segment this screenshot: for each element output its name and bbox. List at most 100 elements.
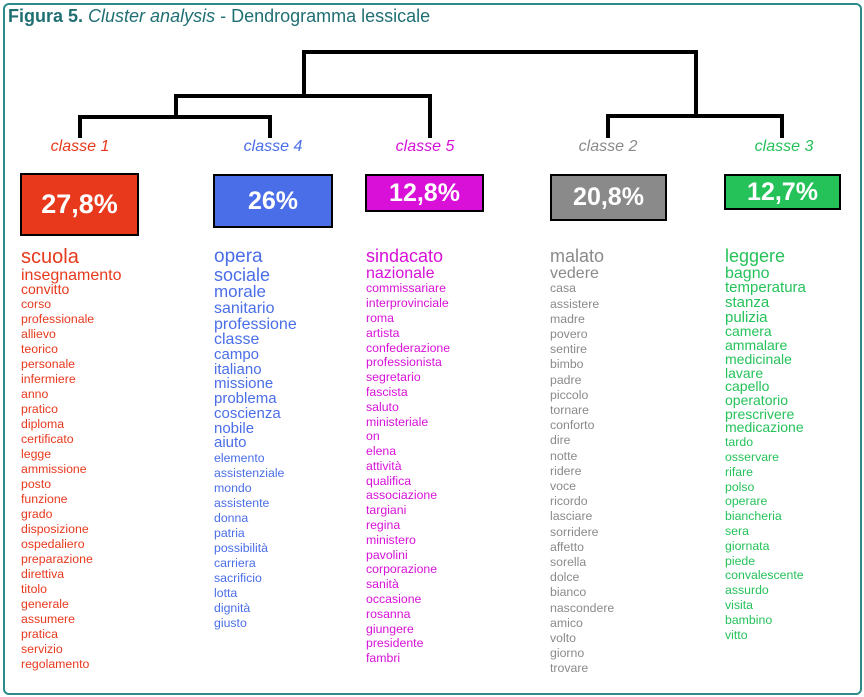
word-item: sentire — [550, 342, 587, 357]
percent-box-4: 26% — [213, 174, 333, 228]
word-item: confederazione — [366, 340, 451, 355]
word-item: dolce — [550, 570, 580, 585]
word-item: interprovinciale — [366, 296, 449, 311]
word-item: artista — [366, 325, 400, 340]
word-item: vitto — [725, 627, 748, 642]
word-item: malato — [550, 246, 605, 266]
percent-box-1: 27,8% — [20, 173, 139, 236]
word-item: bambino — [725, 612, 773, 627]
word-item: regolamento — [21, 657, 90, 671]
word-item: ammalare — [725, 337, 788, 354]
figure-title: Figura 5. Cluster analysis - Dendrogramm… — [8, 6, 430, 27]
word-item: anno — [21, 387, 49, 401]
word-item: certificato — [21, 432, 74, 446]
word-item: visita — [725, 597, 754, 612]
tree-left-leaf-branch — [78, 115, 272, 138]
word-item: associazione — [366, 488, 438, 503]
word-item: assumere — [21, 612, 75, 626]
percent-box-5: 12,8% — [365, 174, 484, 212]
word-item: donna — [214, 510, 249, 525]
word-item: mondo — [214, 480, 252, 495]
word-item: medicinale — [725, 350, 792, 367]
word-item: rosanna — [366, 606, 411, 621]
word-item: ricordo — [550, 494, 588, 509]
word-item: tardo — [725, 435, 754, 450]
class-label-4: classe 4 — [243, 138, 303, 155]
word-item: professionista — [366, 355, 442, 370]
word-item: legge — [21, 447, 52, 461]
word-item: campo — [214, 345, 260, 363]
word-item: tornare — [550, 402, 589, 417]
word-item: dignità — [214, 600, 251, 615]
word-item: scuola — [21, 246, 79, 268]
word-item: sociale — [214, 264, 271, 285]
word-item: funzione — [21, 492, 68, 506]
word-item: sera — [725, 523, 749, 538]
figure-number: Figura 5. — [8, 6, 84, 26]
word-item: amico — [550, 615, 583, 630]
word-item: sanitario — [214, 299, 275, 317]
word-item: biancheria — [725, 509, 782, 524]
word-item: occasione — [366, 592, 422, 607]
tree-left-branch — [174, 94, 432, 138]
class-label-3: classe 3 — [754, 138, 814, 155]
word-item: aiuto — [214, 434, 247, 452]
word-item: lavare — [725, 364, 764, 381]
word-item: assistere — [550, 296, 600, 311]
word-item: polso — [725, 479, 755, 494]
word-item: pavolini — [366, 547, 408, 562]
word-item: padre — [550, 372, 582, 387]
word-item: insegnamento — [21, 266, 122, 284]
word-item: corporazione — [366, 562, 438, 577]
word-item: capello — [725, 378, 770, 395]
word-item: bimbo — [550, 357, 584, 372]
word-item: lasciare — [550, 509, 593, 524]
word-item: personale — [21, 357, 76, 371]
word-item: professionale — [21, 312, 95, 326]
word-item: ministeriale — [366, 414, 429, 429]
word-item: sanità — [366, 577, 399, 592]
word-item: giungere — [366, 621, 414, 636]
word-item: giusto — [214, 615, 247, 630]
word-item: targiani — [366, 503, 407, 518]
word-item: servizio — [21, 642, 63, 656]
class-label-1: classe 1 — [50, 138, 110, 155]
word-item: ridere — [550, 463, 582, 478]
word-item: conforto — [550, 418, 595, 433]
word-item: opera — [214, 246, 263, 267]
word-item: notte — [550, 448, 578, 463]
word-item: regina — [366, 518, 401, 533]
word-item: bianco — [550, 585, 587, 600]
word-item: madre — [550, 311, 585, 326]
word-item: missione — [214, 375, 274, 393]
word-item: convalescente — [725, 568, 804, 583]
word-item: teorico — [21, 342, 58, 356]
word-item: volto — [550, 631, 576, 645]
word-item: medicazione — [725, 419, 804, 436]
word-item: sorridere — [550, 524, 599, 539]
word-item: preparazione — [21, 552, 93, 566]
word-item: posto — [21, 477, 52, 491]
word-item: assistenziale — [214, 465, 285, 480]
word-item: classe — [214, 331, 260, 349]
word-item: casa — [550, 281, 576, 296]
word-item: presidente — [366, 636, 424, 651]
word-item: italiano — [214, 360, 262, 378]
word-item: fambri — [366, 651, 401, 666]
word-item: coscienza — [214, 404, 281, 422]
word-item: professione — [214, 315, 297, 333]
word-item: nascondere — [550, 600, 615, 615]
word-item: leggere — [725, 246, 786, 266]
word-item: disposizione — [21, 522, 89, 536]
word-item: elena — [366, 444, 397, 459]
word-item: osservare — [725, 449, 779, 464]
word-item: assistente — [214, 495, 270, 510]
word-item: assurdo — [725, 583, 769, 598]
word-item: lotta — [214, 585, 238, 600]
word-item: morale — [214, 282, 266, 302]
word-item: temperatura — [725, 279, 806, 297]
word-item: prescrivere — [725, 405, 795, 422]
